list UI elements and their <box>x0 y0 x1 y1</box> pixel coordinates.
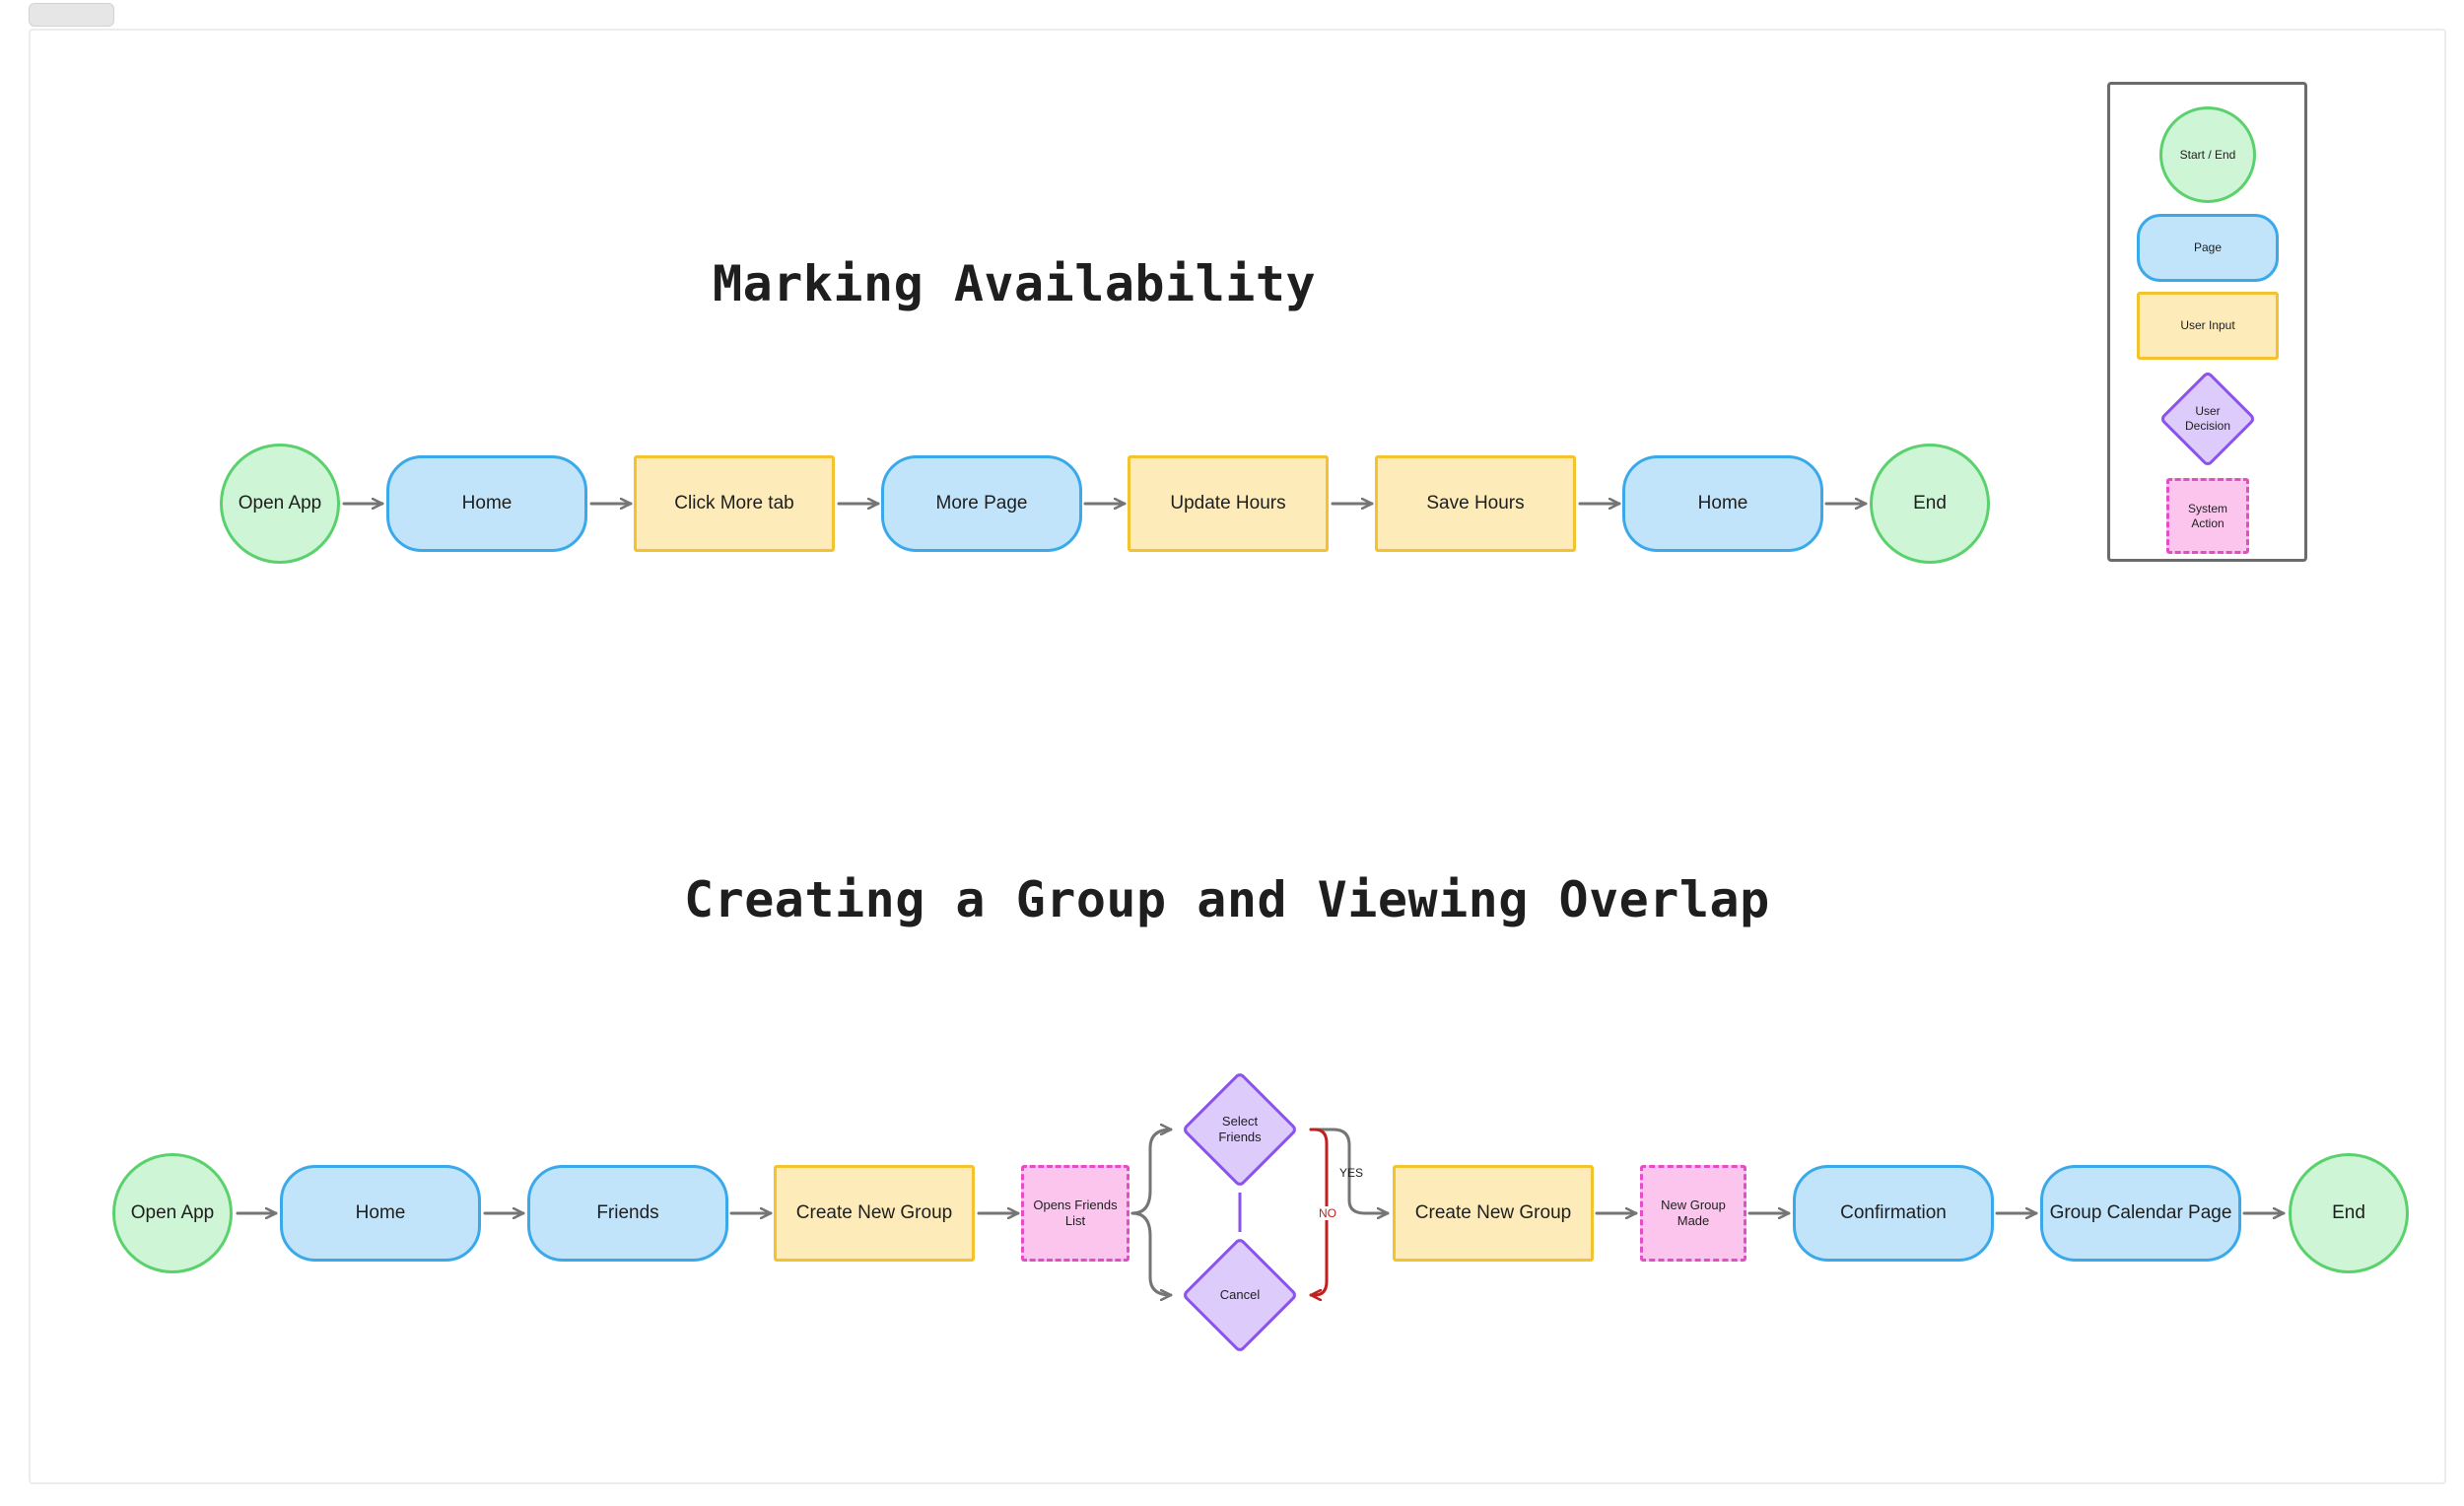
canvas-tab[interactable] <box>29 3 114 27</box>
f2-cancel-label: Cancel <box>1219 1286 1261 1302</box>
f1-more-page: More Page <box>881 455 1082 552</box>
f1-open-app: Open App <box>220 444 340 564</box>
legend-user-decision-label: User Decision <box>2184 404 2231 433</box>
f2-create-new-group: Create New Group <box>774 1165 975 1262</box>
f1-update-hours: Update Hours <box>1128 455 1329 552</box>
f2-friends: Friends <box>527 1165 728 1262</box>
flow2-title: Creating a Group and Viewing Overlap <box>684 871 1770 928</box>
edge-label-yes: YES <box>1339 1166 1364 1180</box>
legend-start-end: Start / End <box>2159 106 2256 203</box>
flow1-title: Marking Availability <box>713 255 1317 312</box>
f1-home: Home <box>386 455 587 552</box>
f1-save-hours: Save Hours <box>1375 455 1576 552</box>
f2-create-new-group-2: Create New Group <box>1393 1165 1594 1262</box>
f2-home: Home <box>280 1165 481 1262</box>
f2-confirmation: Confirmation <box>1793 1165 1994 1262</box>
f1-end: End <box>1870 444 1990 564</box>
edge-label-no: NO <box>1318 1206 1337 1220</box>
arrow-f2-to-select <box>1130 1130 1173 1215</box>
legend-system-action: System Action <box>2166 478 2249 554</box>
legend-panel: Start / End Page User Input User Decisio… <box>2107 82 2307 562</box>
f2-new-group-made: New Group Made <box>1640 1165 1746 1262</box>
f2-end: End <box>2289 1153 2409 1273</box>
legend-user-input: User Input <box>2137 292 2279 360</box>
f2-select-friends-decision: Select Friends <box>1173 1069 1307 1190</box>
arrow-f2-to-cancel <box>1130 1211 1173 1295</box>
f2-opens-friends-list: Opens Friends List <box>1021 1165 1129 1262</box>
f1-home-2: Home <box>1622 455 1823 552</box>
legend-user-decision: User Decision <box>2149 369 2267 469</box>
f2-open-app: Open App <box>112 1153 233 1273</box>
f2-cancel-decision: Cancel <box>1173 1235 1307 1355</box>
f2-select-friends-label: Select Friends <box>1218 1113 1262 1144</box>
f1-click-more-tab: Click More tab <box>634 455 835 552</box>
arrow-f2-yes <box>1309 1128 1390 1213</box>
f2-group-calendar-page: Group Calendar Page <box>2040 1165 2241 1262</box>
legend-page: Page <box>2137 214 2279 282</box>
